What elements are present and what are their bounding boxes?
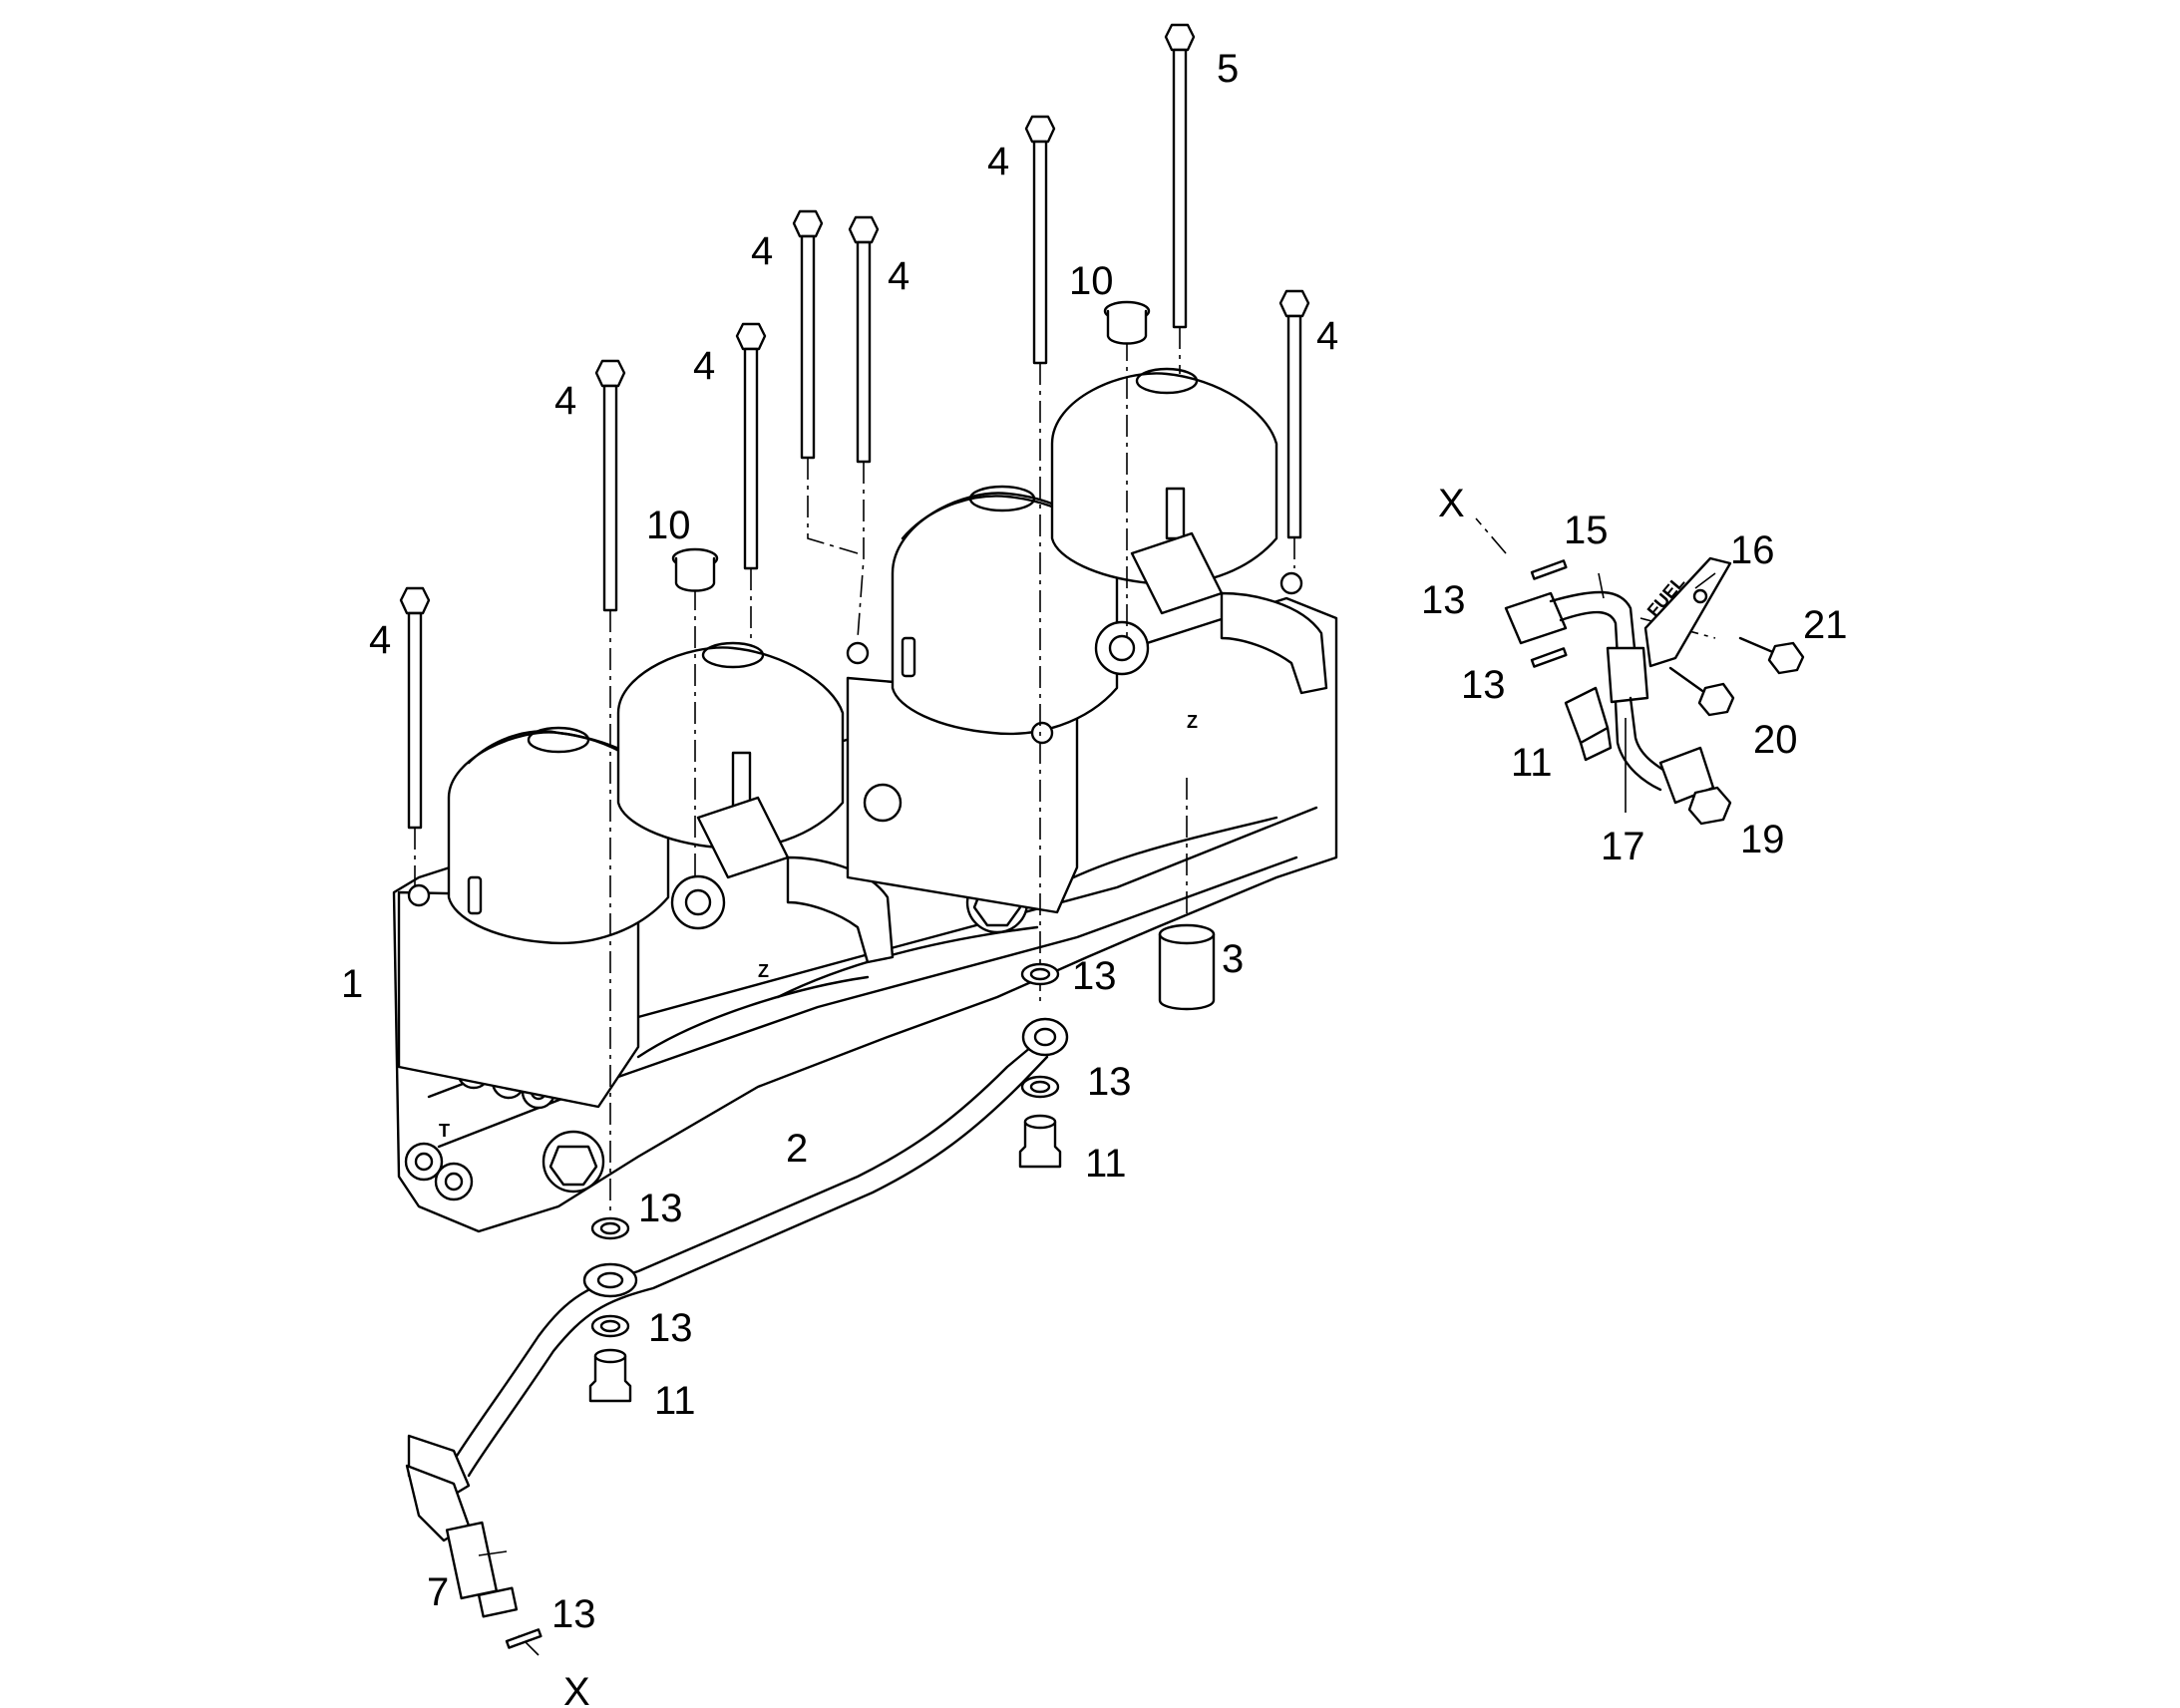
callout-11: 11 — [654, 1379, 696, 1423]
bolt-4-f — [1024, 115, 1056, 365]
callout-4: 4 — [987, 140, 1009, 183]
svg-text:T: T — [439, 1121, 450, 1141]
callout-13: 13 — [1461, 663, 1506, 707]
svg-text:Z: Z — [1187, 712, 1198, 732]
callout-2: 2 — [786, 1127, 808, 1171]
plug-19 — [1687, 786, 1732, 826]
filter-housing-4 — [1050, 367, 1328, 695]
callout-13: 13 — [1087, 1060, 1132, 1104]
callout-1: 1 — [341, 962, 363, 1006]
callout-4: 4 — [369, 618, 391, 662]
callout-x: X — [1438, 482, 1465, 525]
callout-13: 13 — [1421, 578, 1466, 622]
bolt-4-g — [1278, 289, 1310, 539]
banjo-bolt-11-c — [1564, 686, 1613, 762]
leader-lines — [1598, 572, 1716, 813]
bolts — [399, 23, 1310, 830]
bolt-5 — [1164, 23, 1196, 329]
callout-4: 4 — [1316, 314, 1338, 358]
screw-21 — [1738, 636, 1805, 675]
callout-13: 13 — [551, 1592, 596, 1636]
spacer-3 — [1158, 923, 1216, 1011]
bolt-4-e — [848, 215, 880, 464]
adapter-7 — [445, 1521, 519, 1618]
bolt-4-d — [792, 209, 824, 460]
callout-13: 13 — [638, 1187, 683, 1230]
filter-housing-3 — [846, 485, 1119, 914]
callout-15: 15 — [1564, 509, 1609, 552]
callout-16: 16 — [1730, 528, 1775, 572]
callout-labels: 1 2 3 4 4 4 4 4 4 4 5 7 10 10 11 11 11 1… — [341, 47, 1848, 1708]
filter-housing-1 — [397, 726, 670, 1109]
plug-10-a — [671, 547, 719, 592]
callout-10: 10 — [646, 504, 691, 547]
plug-10-b — [1103, 300, 1151, 345]
callout-4: 4 — [888, 254, 909, 298]
bolt-4-b — [594, 359, 626, 612]
callout-x: X — [563, 1670, 590, 1708]
callout-4: 4 — [751, 229, 773, 273]
filter-housing-2 — [616, 641, 895, 964]
callout-5: 5 — [1217, 47, 1239, 91]
svg-text:Z: Z — [758, 961, 769, 981]
callout-4: 4 — [693, 344, 715, 388]
callout-11: 11 — [1085, 1142, 1127, 1186]
callout-20: 20 — [1753, 718, 1798, 762]
callout-13: 13 — [648, 1306, 693, 1350]
callout-11: 11 — [1511, 741, 1553, 785]
callout-4: 4 — [554, 379, 576, 423]
bolt-4-c — [735, 322, 767, 570]
callout-21: 21 — [1803, 603, 1848, 647]
bolt-4-a — [399, 586, 431, 830]
banjo-bolt-11-b — [1018, 1114, 1062, 1169]
screw-20 — [1668, 666, 1735, 717]
callout-3: 3 — [1222, 937, 1244, 981]
fuel-rail-tube — [405, 1017, 1069, 1542]
banjo-bolt-11-a — [588, 1348, 632, 1403]
callout-13: 13 — [1072, 954, 1117, 998]
callout-7: 7 — [427, 1570, 449, 1614]
callout-10: 10 — [1069, 259, 1114, 303]
washers — [505, 559, 1568, 1649]
callout-19: 19 — [1740, 818, 1785, 861]
callout-17: 17 — [1601, 825, 1645, 868]
